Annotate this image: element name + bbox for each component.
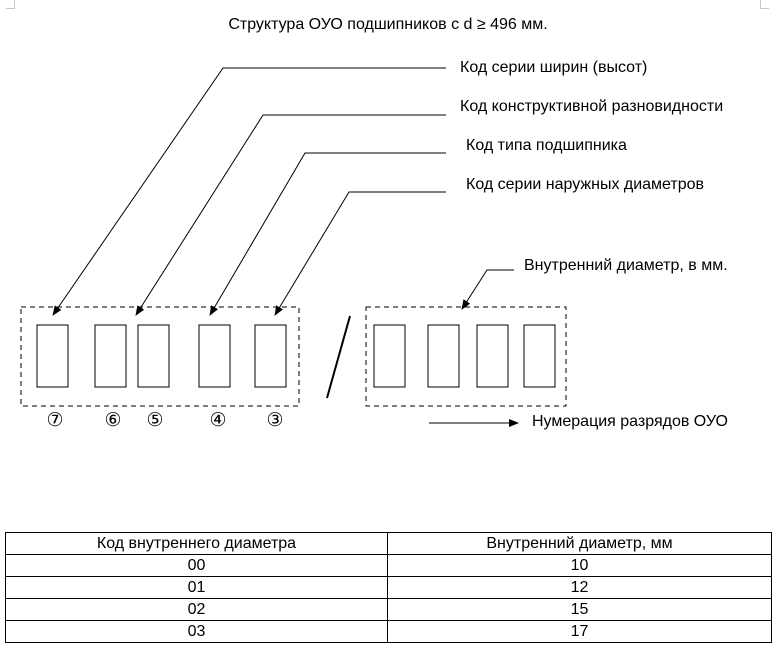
- digit-box-6: [94, 324, 127, 388]
- label-width-series: Код серии ширин (высот): [460, 59, 648, 76]
- series-group-frame: [20, 306, 300, 407]
- inner-diameter-digit-box: [373, 324, 406, 388]
- table-row: 02 15: [5, 598, 772, 621]
- digit-number-4: ④: [209, 409, 227, 431]
- digit-box-3: [254, 324, 287, 388]
- digit-number-3: ③: [266, 409, 284, 431]
- cell-code: 00: [5, 554, 388, 577]
- label-digit-numbering: Нумерация разрядов ОУО: [532, 413, 728, 430]
- page-corner-mark: [760, 0, 769, 9]
- digit-number-5: ⑤: [146, 409, 164, 431]
- digit-box-5: [137, 324, 170, 388]
- digit-box-7: [36, 324, 69, 388]
- slash-separator: [326, 315, 351, 399]
- column-header-diameter: Внутренний диаметр, мм: [387, 532, 772, 555]
- label-diameter-series: Код серии наружных диаметров: [466, 176, 705, 193]
- page-title: Структура ОУО подшипников с d ≥ 496 мм.: [228, 16, 548, 33]
- leader-diameter-series: [274, 191, 446, 316]
- cell-diameter: 10: [387, 554, 772, 577]
- digit-box-4: [198, 324, 231, 388]
- page-corner-mark: [6, 0, 15, 9]
- table-row: 01 12: [5, 576, 772, 599]
- cell-code: 02: [5, 598, 388, 621]
- inner-diameter-digit-box: [523, 324, 556, 388]
- label-bearing-type: Код типа подшипника: [466, 137, 627, 154]
- digit-number-6: ⑥: [104, 409, 122, 431]
- cell-diameter: 17: [387, 620, 772, 643]
- leader-bearing-type: [209, 152, 446, 316]
- cell-diameter: 15: [387, 598, 772, 621]
- label-inner-diameter: Внутренний диаметр, в мм.: [524, 257, 728, 274]
- cell-code: 03: [5, 620, 388, 643]
- inner-diameter-group-frame: [365, 306, 567, 407]
- label-design-variant: Код конструктивной разновидности: [460, 98, 724, 115]
- cell-diameter: 12: [387, 576, 772, 599]
- leader-design-variant: [135, 114, 446, 316]
- leader-width-series: [52, 67, 446, 316]
- table-header-row: Код внутреннего диаметра Внутренний диам…: [5, 532, 772, 555]
- table-row: 00 10: [5, 554, 772, 577]
- column-header-code: Код внутреннего диаметра: [5, 532, 388, 555]
- leader-inner-diameter: [461, 269, 514, 310]
- table-row: 03 17: [5, 620, 772, 643]
- inner-diameter-digit-box: [476, 324, 509, 388]
- digit-number-7: ⑦: [46, 409, 64, 431]
- diameter-code-table: Код внутреннего диаметра Внутренний диам…: [5, 532, 772, 643]
- inner-diameter-digit-box: [427, 324, 460, 388]
- cell-code: 01: [5, 576, 388, 599]
